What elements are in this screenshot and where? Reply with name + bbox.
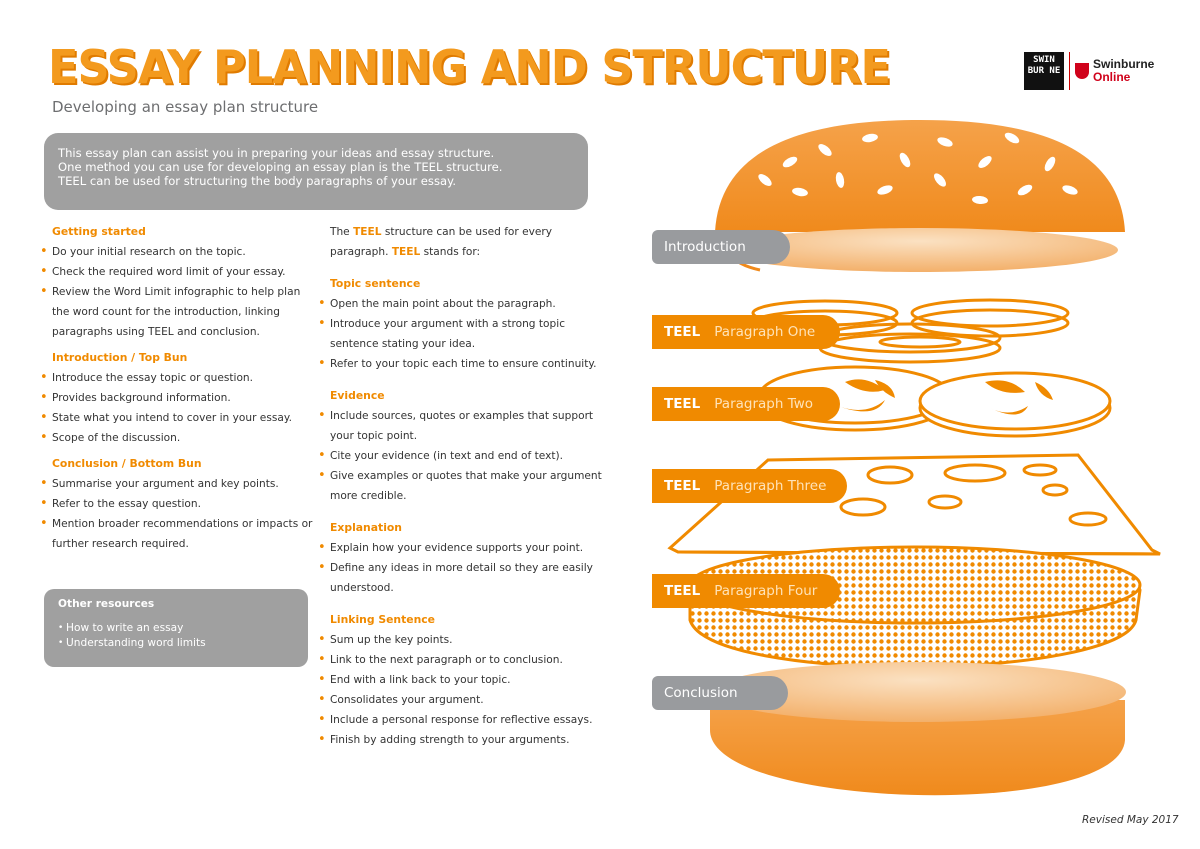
list-item: Open the main point about the paragraph. bbox=[316, 294, 606, 314]
evidence-heading: Evidence bbox=[330, 389, 385, 402]
other-resources-box: Other resources How to write an essay Un… bbox=[44, 589, 308, 667]
intro-box: This essay plan can assist you in prepar… bbox=[44, 133, 588, 210]
introduction-heading: Introduction / Top Bun bbox=[52, 351, 188, 364]
bottom-bun bbox=[710, 662, 1126, 796]
list-item: Link to the next paragraph or to conclus… bbox=[316, 650, 606, 670]
list-item: Refer to the essay question. bbox=[38, 494, 313, 514]
revised-date: Revised May 2017 bbox=[1082, 814, 1179, 826]
cheese-holes bbox=[839, 463, 1108, 527]
list-item: State what you intend to cover in your e… bbox=[38, 408, 313, 428]
list-item: Check the required word limit of your es… bbox=[38, 262, 313, 282]
paragraph-text: Paragraph Four bbox=[714, 583, 818, 599]
list-item: Provides background information. bbox=[38, 388, 313, 408]
teel-intro-text: stands for: bbox=[420, 246, 481, 258]
paragraph-text: Paragraph Two bbox=[714, 396, 814, 412]
teel-intro-text: The bbox=[330, 226, 354, 238]
logo-name: Swinburne bbox=[1093, 57, 1155, 71]
tomato-seeds bbox=[835, 379, 1053, 415]
linking-heading: Linking Sentence bbox=[330, 613, 436, 626]
list-item: Explain how your evidence supports your … bbox=[316, 538, 606, 558]
logo-text: Swinburne Online bbox=[1093, 58, 1154, 84]
list-item: Define any ideas in more detail so they … bbox=[316, 558, 606, 598]
label-paragraph-two: TEEL Paragraph Two bbox=[652, 387, 840, 421]
list-item: Review the Word Limit infographic to hel… bbox=[38, 282, 313, 342]
intro-line-2: One method you can use for developing an… bbox=[58, 160, 503, 174]
teel-intro: The TEEL structure can be used for every… bbox=[316, 222, 606, 262]
top-bun bbox=[715, 120, 1125, 272]
teel-highlight: TEEL bbox=[353, 226, 382, 238]
conclusion-heading: Conclusion / Bottom Bun bbox=[52, 457, 202, 470]
list-item: Do your initial research on the topic. bbox=[38, 242, 313, 262]
teel-text: TEEL bbox=[664, 324, 701, 340]
list-item: End with a link back to your topic. bbox=[316, 670, 606, 690]
label-text: Introduction bbox=[664, 239, 746, 255]
list-item: Scope of the discussion. bbox=[38, 428, 313, 448]
label-paragraph-one: TEEL Paragraph One bbox=[652, 315, 840, 349]
swinburne-logo: SWIN BUR NE Swinburne Online bbox=[1024, 52, 1154, 90]
list-item: Consolidates your argument. bbox=[316, 690, 606, 710]
middle-column: The TEEL structure can be used for every… bbox=[316, 222, 606, 750]
sesame-seeds bbox=[758, 132, 1078, 205]
page-title: ESSAY PLANNING AND STRUCTURE bbox=[48, 40, 891, 94]
intro-line-1: This essay plan can assist you in prepar… bbox=[58, 146, 495, 160]
shield-icon bbox=[1075, 63, 1089, 79]
teel-highlight: TEEL bbox=[391, 246, 421, 258]
list-item: Introduce the essay topic or question. bbox=[38, 368, 313, 388]
teel-text: TEEL bbox=[664, 478, 701, 494]
label-paragraph-three: TEEL Paragraph Three bbox=[652, 469, 847, 503]
list-item: Cite your evidence (in text and end of t… bbox=[316, 446, 606, 466]
explanation-heading: Explanation bbox=[330, 521, 402, 534]
list-item: Give examples or quotes that make your a… bbox=[316, 466, 606, 506]
page-subtitle: Developing an essay plan structure bbox=[52, 98, 319, 116]
logo-online: Online bbox=[1093, 70, 1131, 84]
teel-text: TEEL bbox=[664, 396, 701, 412]
paragraph-text: Paragraph Three bbox=[714, 478, 827, 494]
label-text: Conclusion bbox=[664, 685, 738, 701]
list-item: Summarise your argument and key points. bbox=[38, 474, 313, 494]
paragraph-text: Paragraph One bbox=[714, 324, 816, 340]
label-conclusion: Conclusion bbox=[652, 676, 788, 710]
list-item: Include a personal response for reflecti… bbox=[316, 710, 606, 730]
intro-line-3: TEEL can be used for structuring the bod… bbox=[58, 174, 457, 188]
list-item: Finish by adding strength to your argume… bbox=[316, 730, 606, 750]
list-item: Introduce your argument with a strong to… bbox=[316, 314, 606, 354]
list-item: Include sources, quotes or examples that… bbox=[316, 406, 606, 446]
resources-title: Other resources bbox=[58, 598, 155, 610]
teel-intro-text: structure can be used for every paragrap… bbox=[330, 226, 553, 258]
label-introduction: Introduction bbox=[652, 230, 790, 264]
logo-divider bbox=[1069, 52, 1070, 90]
teel-text: TEEL bbox=[664, 583, 701, 599]
list-item: Refer to your topic each time to ensure … bbox=[316, 354, 606, 374]
getting-started-heading: Getting started bbox=[52, 225, 146, 238]
label-paragraph-four: TEEL Paragraph Four bbox=[652, 574, 840, 608]
list-item: Sum up the key points. bbox=[316, 630, 606, 650]
logo-mark: SWIN BUR NE bbox=[1024, 52, 1064, 90]
topic-sentence-heading: Topic sentence bbox=[330, 277, 421, 290]
left-column: Getting started Do your initial research… bbox=[38, 222, 313, 554]
resource-link-word-limits[interactable]: Understanding word limits bbox=[58, 636, 294, 651]
list-item: Mention broader recommendations or impac… bbox=[38, 514, 313, 554]
resource-link-essay[interactable]: How to write an essay bbox=[58, 621, 294, 636]
